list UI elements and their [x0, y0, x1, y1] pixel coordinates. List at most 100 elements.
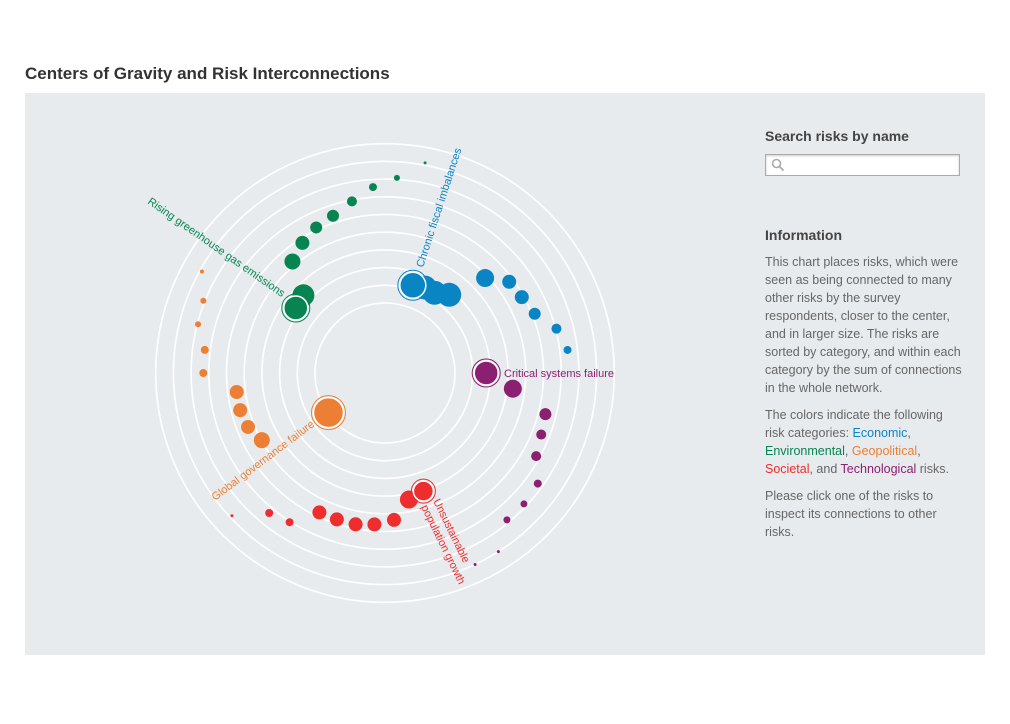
risk-dot[interactable]	[253, 432, 270, 449]
risk-dot-technological[interactable]	[496, 550, 500, 554]
category-technological: Technological	[840, 462, 917, 476]
risk-dot[interactable]	[531, 451, 542, 462]
risk-dot-technological[interactable]	[520, 500, 528, 508]
risk-dot[interactable]	[533, 479, 542, 488]
risk-dot-technological[interactable]	[503, 516, 511, 524]
risk-dot-economic[interactable]	[528, 307, 541, 320]
risk-dot[interactable]	[312, 505, 327, 520]
risk-dot-societal[interactable]	[329, 512, 344, 527]
risk-dot[interactable]	[230, 514, 234, 518]
risk-dot[interactable]	[412, 480, 435, 502]
label-global-governance-failure[interactable]: Global governance failure	[210, 418, 317, 503]
risk-dot-societal[interactable]	[230, 514, 234, 518]
risk-dot-societal[interactable]	[312, 505, 327, 520]
risk-dot[interactable]	[563, 345, 572, 354]
label-rising-greenhouse-gas-emissions[interactable]: Rising greenhouse gas emissions	[145, 196, 287, 300]
risk-dot-geopolitical[interactable]	[200, 345, 209, 354]
risk-dot-technological[interactable]	[531, 451, 542, 462]
risk-dot[interactable]	[536, 429, 547, 440]
risk-dot[interactable]	[310, 221, 323, 234]
risk-dot-societal[interactable]	[367, 517, 382, 532]
risk-dot-technological[interactable]	[473, 562, 477, 566]
risk-dot[interactable]	[195, 321, 202, 328]
risk-dot[interactable]	[229, 384, 244, 399]
risk-dot[interactable]	[520, 500, 528, 508]
risk-dot[interactable]	[386, 512, 401, 527]
risk-dot[interactable]	[528, 307, 541, 320]
risk-dot[interactable]	[399, 271, 427, 300]
risk-dot[interactable]	[285, 518, 294, 527]
risk-dot-technological[interactable]	[539, 408, 552, 421]
risk-dot[interactable]	[327, 209, 340, 222]
risk-dot[interactable]	[473, 562, 477, 566]
risk-dot[interactable]	[551, 323, 562, 334]
risk-dot[interactable]	[423, 161, 427, 165]
risk-dot-technological[interactable]	[503, 379, 522, 398]
risk-dot[interactable]	[514, 290, 529, 305]
risk-dot-economic[interactable]	[563, 345, 572, 354]
risk-dot-technological[interactable]	[536, 429, 547, 440]
risk-dot[interactable]	[312, 396, 345, 429]
risk-dot[interactable]	[265, 509, 274, 518]
risk-dot-societal[interactable]	[386, 512, 401, 527]
search-box[interactable]	[765, 154, 960, 176]
category-economic: Economic	[852, 426, 908, 440]
risk-dot-geopolitical[interactable]	[199, 369, 208, 377]
risk-dot-environmental[interactable]	[284, 253, 301, 270]
risk-dot-geopolitical[interactable]	[200, 297, 207, 304]
risk-dot-environmental[interactable]	[368, 183, 377, 192]
search-input[interactable]	[786, 157, 958, 175]
risk-dot[interactable]	[393, 174, 400, 181]
risk-dot-environmental[interactable]	[281, 293, 311, 323]
risk-dot-societal[interactable]	[410, 478, 436, 504]
risk-dot-economic[interactable]	[514, 290, 529, 305]
risk-dot[interactable]	[368, 183, 377, 192]
risk-dot-environmental[interactable]	[423, 161, 427, 165]
risk-dot-geopolitical[interactable]	[253, 432, 270, 449]
chart-panel: Rising greenhouse gas emissions Chronic …	[25, 93, 985, 655]
risk-dot[interactable]	[200, 345, 209, 354]
risk-dot[interactable]	[496, 550, 500, 554]
risk-dot-geopolitical[interactable]	[199, 269, 204, 274]
risk-dot[interactable]	[503, 516, 511, 524]
risk-dot[interactable]	[367, 517, 382, 532]
risk-dot-environmental[interactable]	[393, 174, 400, 181]
radial-chart: Rising greenhouse gas emissions Chronic …	[145, 142, 616, 604]
risk-dot-economic[interactable]	[476, 269, 495, 288]
risk-dot[interactable]	[233, 403, 248, 418]
risk-dot[interactable]	[283, 295, 309, 321]
risk-dot[interactable]	[199, 369, 208, 377]
risk-dot[interactable]	[503, 379, 522, 398]
risk-dot[interactable]	[473, 360, 499, 386]
risk-dot[interactable]	[346, 196, 357, 207]
risk-dot-environmental[interactable]	[327, 209, 340, 222]
risk-dot-economic[interactable]	[397, 269, 429, 301]
risk-dot-societal[interactable]	[285, 518, 294, 527]
risk-dot[interactable]	[200, 297, 207, 304]
risk-dot-geopolitical[interactable]	[195, 321, 202, 328]
risk-dot-societal[interactable]	[348, 517, 363, 532]
risk-dot-environmental[interactable]	[310, 221, 323, 234]
risk-dot[interactable]	[284, 253, 301, 270]
risk-dot[interactable]	[241, 419, 256, 434]
risk-dot-technological[interactable]	[533, 479, 542, 488]
risk-dot-economic[interactable]	[551, 323, 562, 334]
risk-dot[interactable]	[295, 235, 310, 250]
risk-dot[interactable]	[199, 269, 204, 274]
risk-dot[interactable]	[476, 269, 495, 288]
risk-dot[interactable]	[502, 274, 517, 289]
risk-dot[interactable]	[329, 512, 344, 527]
risk-dot-geopolitical[interactable]	[229, 384, 244, 399]
risk-dot[interactable]	[348, 517, 363, 532]
risk-dot-geopolitical[interactable]	[233, 403, 248, 418]
risk-dot-environmental[interactable]	[295, 235, 310, 250]
category-societal: Societal	[765, 462, 810, 476]
label-critical-systems-failure[interactable]: Critical systems failure	[504, 368, 614, 380]
risk-dot-geopolitical[interactable]	[310, 395, 346, 431]
risk-dot[interactable]	[539, 408, 552, 421]
risk-dot-economic[interactable]	[502, 274, 517, 289]
risk-dot-environmental[interactable]	[346, 196, 357, 207]
risk-dot-geopolitical[interactable]	[241, 419, 256, 434]
risk-dot-technological[interactable]	[471, 358, 501, 388]
risk-dot-societal[interactable]	[265, 509, 274, 518]
